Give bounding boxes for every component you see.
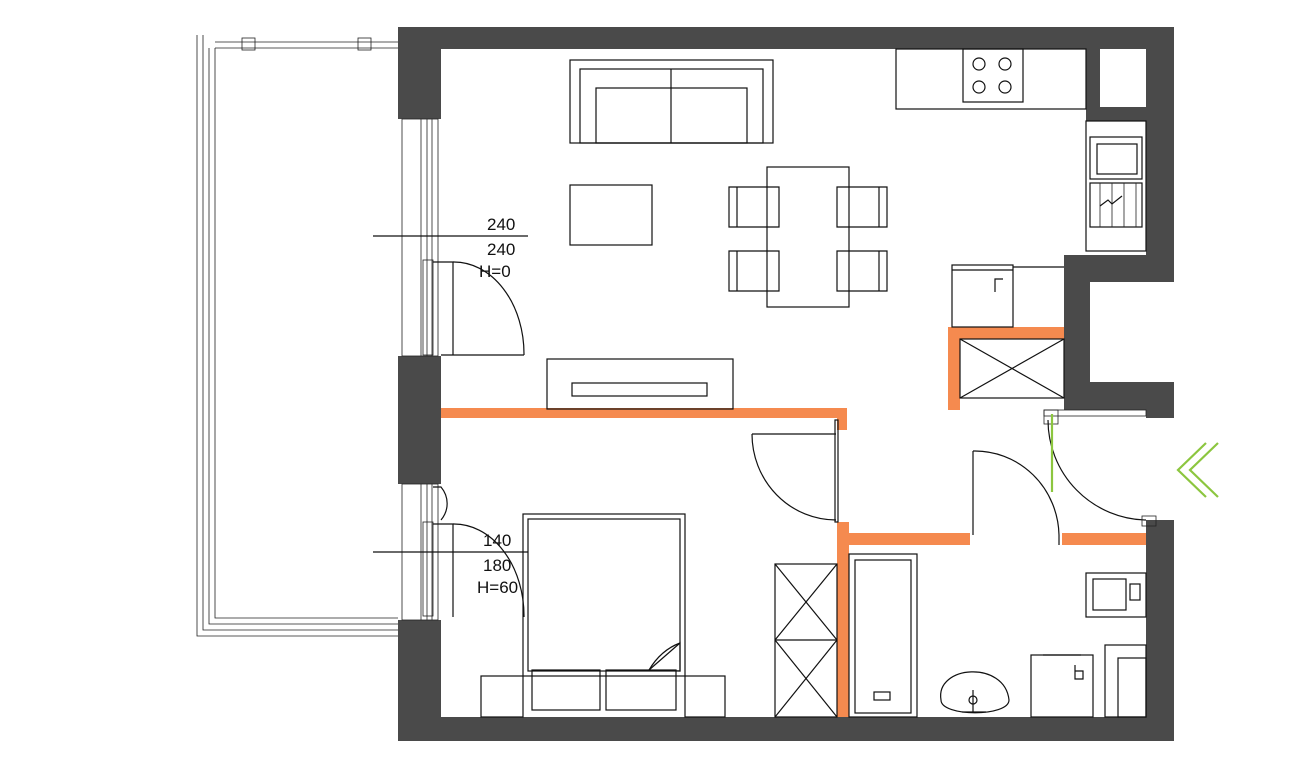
dining-set xyxy=(728,166,888,308)
coffee-table xyxy=(569,184,653,246)
wardrobe xyxy=(774,563,838,718)
bath-cabinet xyxy=(1104,644,1147,718)
window-living-height: 240 xyxy=(487,240,515,259)
washbasin xyxy=(940,671,1010,714)
window-bedroom-sill: H=60 xyxy=(477,578,518,597)
exterior-walls xyxy=(398,27,1174,741)
window-living-width: 240 xyxy=(487,215,515,234)
tv-cabinet xyxy=(546,358,734,410)
balcony xyxy=(196,35,398,637)
nightstands xyxy=(480,669,726,718)
kitchen-sink xyxy=(1085,120,1147,252)
toilet xyxy=(1030,654,1094,718)
bathroom-door xyxy=(972,450,1060,545)
window-dimensions xyxy=(373,235,528,553)
fridge xyxy=(951,264,1064,328)
bathtub xyxy=(848,553,918,718)
window-bedroom-width: 140 xyxy=(483,531,511,550)
entrance-door xyxy=(1043,409,1157,527)
double-chevron-left-icon xyxy=(1176,442,1219,498)
hall-closet xyxy=(959,338,1065,399)
sofa xyxy=(569,59,774,144)
window-living-room xyxy=(401,118,525,357)
partitions xyxy=(441,327,1146,717)
bedroom-door xyxy=(751,419,839,523)
bed xyxy=(522,513,686,677)
window-living-sill: H=0 xyxy=(479,262,511,281)
washing-machine xyxy=(1085,572,1147,618)
kitchen-counter xyxy=(895,48,1087,110)
window-bedroom-height: 180 xyxy=(483,556,511,575)
